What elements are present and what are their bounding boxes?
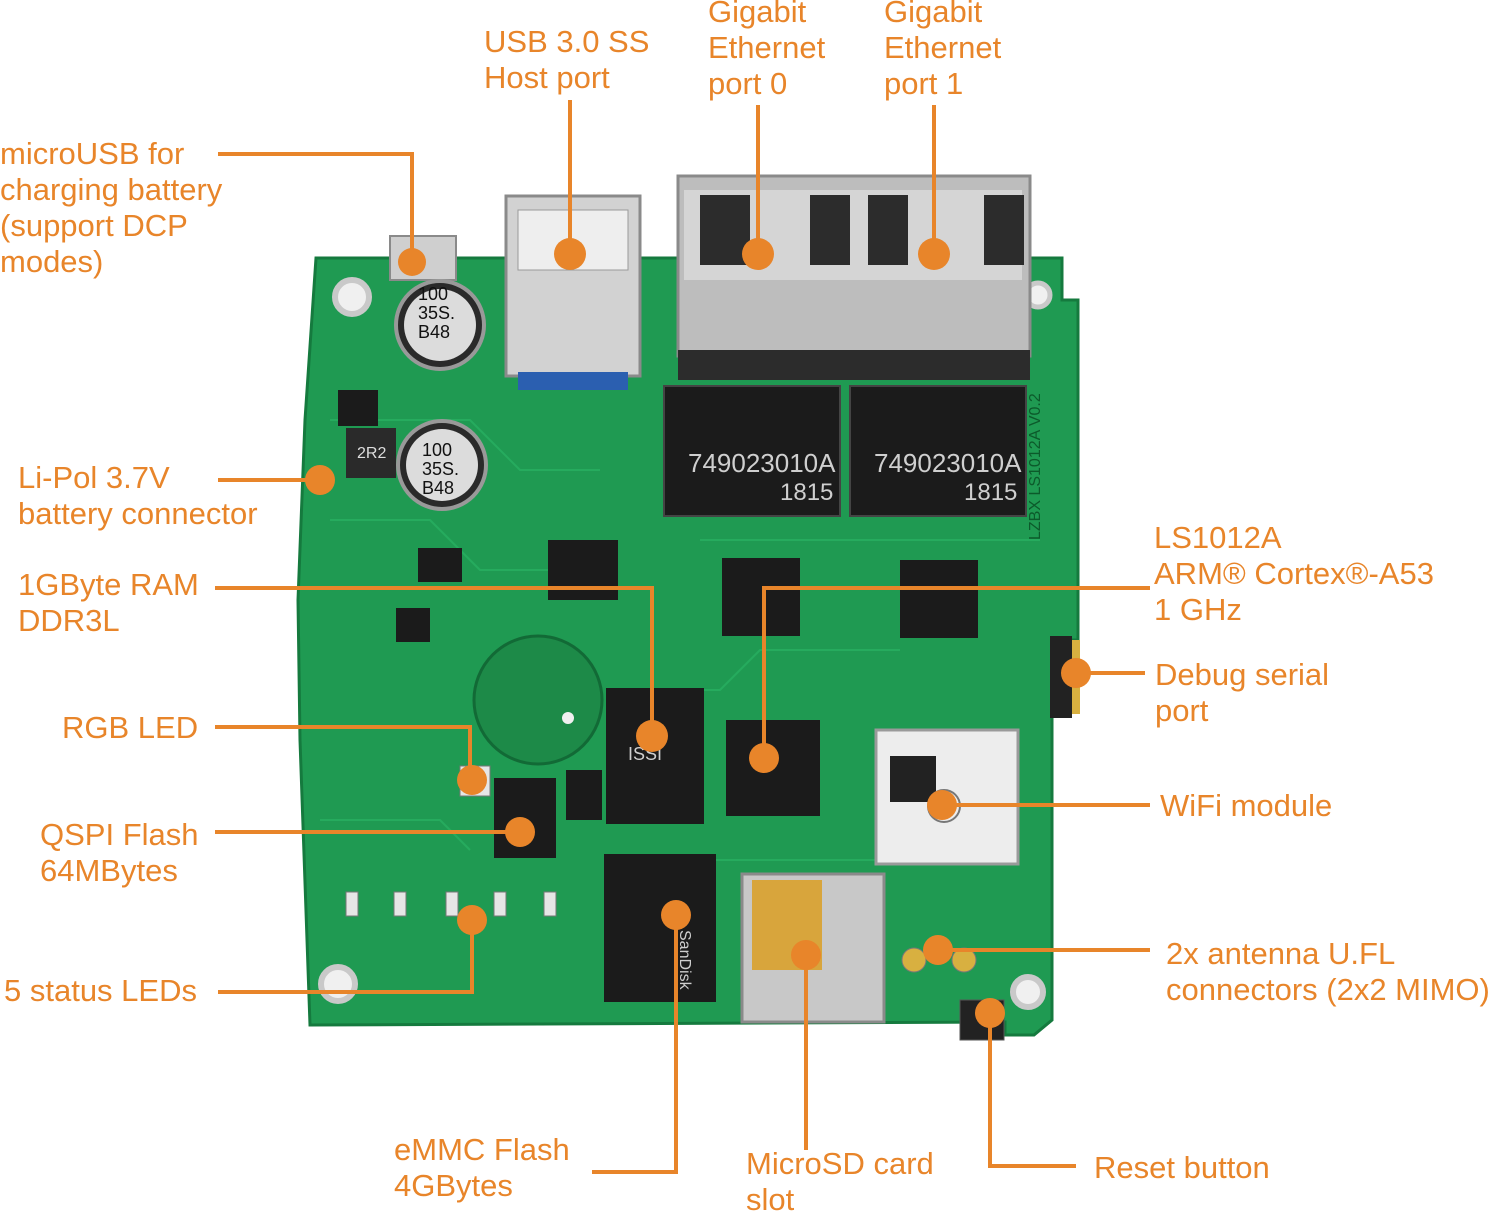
dot-eth1 [918, 238, 950, 270]
callout-lines [215, 100, 1150, 1174]
dot-cpu [749, 743, 779, 773]
board-name-marking: LZBX LS1012A V0.2 [1027, 393, 1044, 540]
dot-antenna [923, 935, 953, 965]
small-chips [338, 390, 618, 820]
dot-rgbled [457, 765, 487, 795]
dot-eth0 [742, 238, 774, 270]
inductor-marking: 2R2 [357, 445, 386, 462]
label-eth1: Gigabit Ethernet port 1 [884, 0, 1002, 101]
label-leds: 5 status LEDs [4, 973, 197, 1008]
buzzer-shape [472, 634, 604, 766]
dot-ram [636, 720, 668, 752]
callout-dots [305, 238, 1091, 1028]
label-battery: Li-Pol 3.7V battery connector [18, 460, 258, 531]
label-microsd: MicroSD card slot [746, 1146, 934, 1217]
label-antenna: 2x antenna U.FL connectors (2x2 MIMO) [1166, 936, 1490, 1007]
ram-chip-shape [606, 688, 704, 824]
label-rgbled: RGB LED [62, 710, 199, 745]
status-led-shapes [345, 891, 557, 917]
phy-chip-1 [900, 560, 978, 638]
antenna-connector-shapes [901, 947, 977, 973]
dot-reset [975, 998, 1005, 1028]
emmc-brand-marking: SanDisk [676, 930, 693, 991]
dot-microusb [398, 248, 426, 276]
inductor-shape [346, 428, 396, 478]
dot-battery [305, 465, 335, 495]
label-qspi: QSPI Flash 64MBytes [40, 817, 199, 888]
transformer-1-marking: 749023010A [874, 448, 1022, 478]
label-reset: Reset button [1094, 1150, 1270, 1185]
capacitor-shapes [394, 279, 488, 511]
label-eth0: Gigabit Ethernet port 0 [708, 0, 826, 101]
dot-usb30 [554, 238, 586, 270]
label-ram: 1GByte RAM DDR3L [18, 567, 199, 638]
dot-microsd [791, 940, 821, 970]
label-usb30: USB 3.0 SS Host port [484, 24, 650, 95]
dot-emmc [661, 900, 691, 930]
label-microusb: microUSB for charging battery (support D… [0, 136, 223, 279]
dot-wifi [927, 790, 957, 820]
label-emmc: eMMC Flash 4GBytes [394, 1132, 570, 1203]
transformer-0-marking: 749023010A [688, 448, 836, 478]
dot-debug [1061, 658, 1091, 688]
usb-port-shape [504, 194, 642, 390]
emmc-chip-shape [604, 854, 716, 1002]
dot-leds [457, 905, 487, 935]
dot-qspi [505, 817, 535, 847]
ethernet-jack-block [676, 174, 1032, 380]
phy-chip-0 [722, 558, 800, 636]
transformer-shapes [663, 385, 1027, 517]
transformer-0-date: 1815 [780, 479, 833, 506]
label-debug: Debug serial port [1155, 657, 1330, 728]
label-wifi: WiFi module [1160, 788, 1333, 823]
label-cpu: LS1012A ARM® Cortex®-A53 1 GHz [1154, 520, 1434, 627]
transformer-1-date: 1815 [964, 479, 1017, 506]
